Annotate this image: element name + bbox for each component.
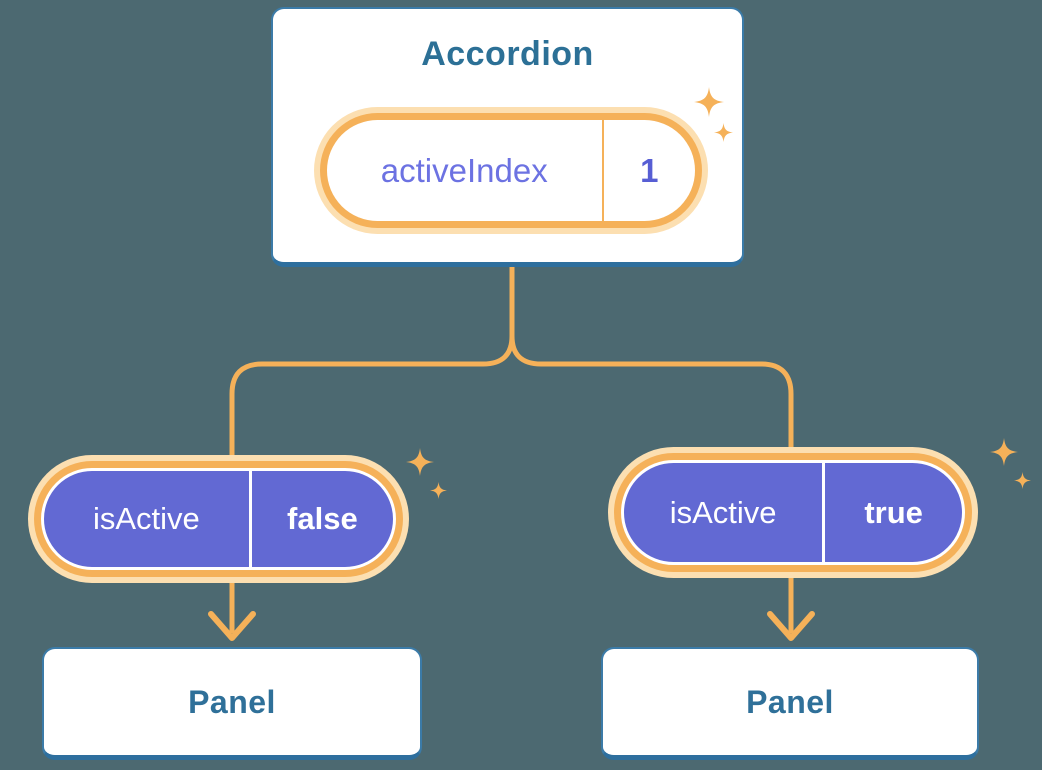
prop-pill-isactive-true: isActive true — [608, 447, 978, 578]
sparkle-icon — [430, 482, 447, 499]
sparkle-icon — [1014, 472, 1031, 489]
sparkle-icon — [714, 123, 733, 142]
state-pill-activeindex: activeIndex 1 — [314, 107, 708, 234]
prop-label: isActive — [669, 494, 777, 530]
state-label: activeIndex — [380, 151, 548, 189]
panel-component-card-right: Panel — [601, 647, 979, 760]
sparkle-icon — [694, 87, 724, 117]
pill-divider — [601, 120, 604, 221]
accordion-component-card: Accordion activeIndex 1 — [271, 7, 744, 267]
branch-line-left — [229, 265, 515, 633]
prop-pill-ring: isActive false — [34, 461, 403, 577]
panel-title: Panel — [746, 683, 834, 720]
prop-pill-isactive-false: isActive false — [28, 455, 409, 583]
arrow-down-icon — [767, 611, 815, 641]
arrow-down-icon — [208, 611, 256, 641]
prop-pill-ring: isActive true — [614, 453, 972, 572]
pill-divider — [822, 463, 826, 562]
panel-component-card-left: Panel — [42, 647, 422, 760]
pill-divider — [248, 471, 252, 567]
component-title: Accordion — [421, 35, 594, 73]
prop-value: false — [287, 501, 358, 536]
state-value: 1 — [640, 151, 659, 189]
panel-title: Panel — [188, 683, 276, 720]
prop-label: isActive — [92, 501, 200, 536]
sparkle-icon — [406, 448, 434, 476]
branch-line-right — [509, 265, 794, 633]
sparkle-icon — [990, 438, 1018, 466]
prop-value: true — [864, 494, 923, 530]
state-pill-ring: activeIndex 1 — [320, 113, 702, 228]
